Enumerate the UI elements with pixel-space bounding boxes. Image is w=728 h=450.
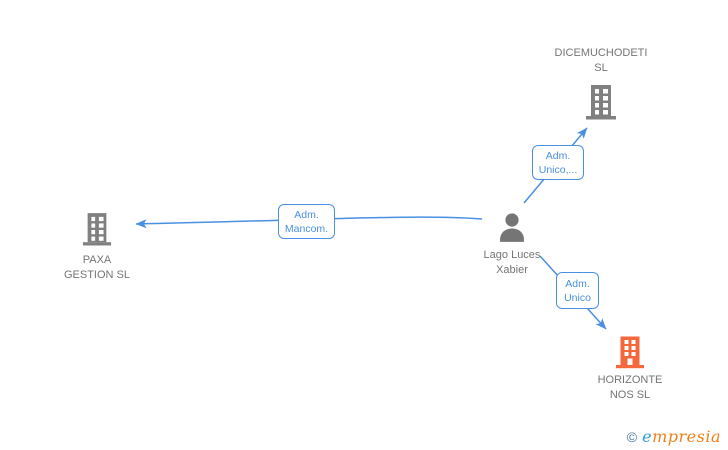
company-name-label: DICEMUCHODETI SL — [541, 46, 661, 76]
edge-label-adm-mancom[interactable]: Adm. Mancom. — [278, 204, 335, 239]
person-name-label: Lago Luces Xabier — [462, 248, 562, 278]
person-name-line1: Lago Luces — [483, 249, 541, 261]
company-name-line2: GESTION SL — [63, 269, 131, 281]
edge-label-line1: Adm. — [294, 208, 319, 221]
edge-label-line1: Adm. — [545, 149, 571, 162]
node-person-lago-luces-xabier[interactable]: Lago Luces Xabier — [462, 212, 562, 278]
company-name-line1: HORIZONTE — [597, 374, 663, 386]
brand-rest: mpresia — [652, 427, 721, 446]
brand-wordmark: empresia — [642, 427, 721, 446]
node-company-horizonte[interactable]: HORIZONTE NOS SL — [580, 336, 680, 404]
person-icon — [496, 212, 528, 249]
edge-label-adm-unico-top[interactable]: Adm. Unico,... — [532, 145, 584, 180]
edge-line-person-to-company-left — [135, 216, 483, 229]
building-icon — [616, 336, 644, 374]
company-name-line2: NOS SL — [609, 389, 651, 401]
company-name-label: HORIZONTE NOS SL — [580, 373, 680, 403]
company-name-line1: DICEMUCHODETI — [554, 47, 648, 59]
edge-label-line2: Mancom. — [284, 222, 329, 235]
company-name-line1: PAXA — [82, 254, 112, 266]
person-name-line2: Xabier — [496, 264, 528, 276]
edge-label-line1: Adm. — [565, 277, 590, 290]
company-name-line2: SL — [594, 62, 608, 74]
building-icon — [82, 211, 112, 254]
building-icon — [585, 85, 617, 126]
node-company-paxa[interactable]: PAXA GESTION SL — [47, 211, 147, 285]
edge-label-adm-unico-bottom[interactable]: Adm. Unico — [556, 272, 599, 309]
node-company-dicemuchodeti[interactable]: DICEMUCHODETI SL — [541, 46, 661, 124]
edge-label-line2: Unico — [564, 291, 591, 304]
company-name-label: PAXA GESTION SL — [47, 253, 147, 283]
empresia-logo[interactable]: © empresia — [627, 427, 721, 446]
brand-initial: e — [642, 427, 653, 446]
edge-label-line2: Unico,... — [538, 163, 578, 176]
copyright-icon: © — [626, 429, 638, 445]
